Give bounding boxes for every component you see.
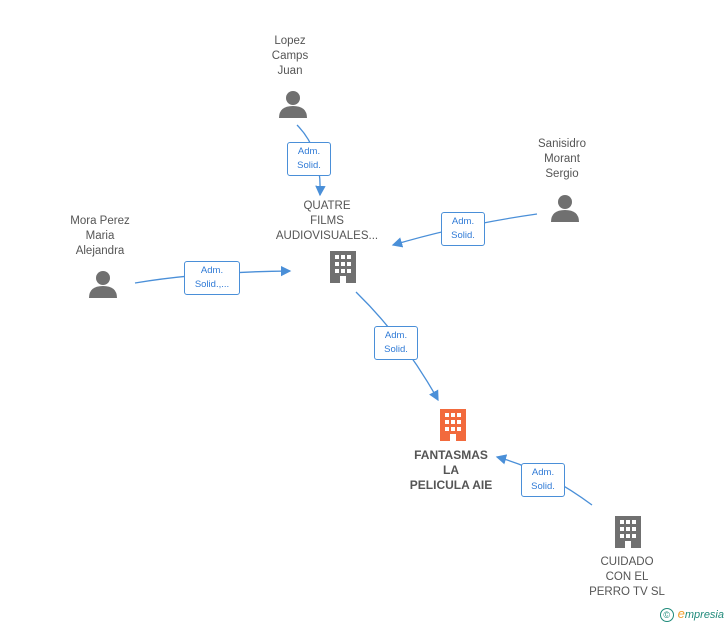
node-label-cuidado: CUIDADO CON EL PERRO TV SL [589,556,665,598]
node-label-fantasmas: FANTASMAS LA PELICULA AIE [409,448,493,492]
edge-label-sanisidro-quatre[interactable]: Adm. Solid. [441,212,485,246]
edge-label-quatre-fantasmas[interactable]: Adm. Solid. [374,326,418,360]
node-label-lopez: Lopez Camps Juan [271,35,309,77]
node-label-mora: Mora Perez Maria Alejandra [70,215,130,257]
building-icon[interactable] [327,249,359,285]
copyright-icon: © [659,608,674,622]
edge-label-cuidado-fantasmas[interactable]: Adm. Solid. [521,463,565,497]
brand-footer: ©empresia [659,605,724,622]
node-label-quatre: QUATRE FILMS AUDIOVISUALES... [275,200,379,242]
node-label-sanisidro: Sanisidro Morant Sergio [538,138,586,180]
edge-label-lopez-quatre[interactable]: Adm. Solid. [287,142,331,176]
building-icon[interactable] [612,514,644,550]
person-icon[interactable] [549,193,581,223]
building-icon-main[interactable] [437,407,469,443]
person-icon[interactable] [277,89,309,119]
brand-logo-e: e [677,605,685,621]
edge-label-mora-quatre[interactable]: Adm. Solid.,... [184,261,240,295]
person-icon[interactable] [87,269,119,299]
brand-name: mpresia [684,608,724,621]
